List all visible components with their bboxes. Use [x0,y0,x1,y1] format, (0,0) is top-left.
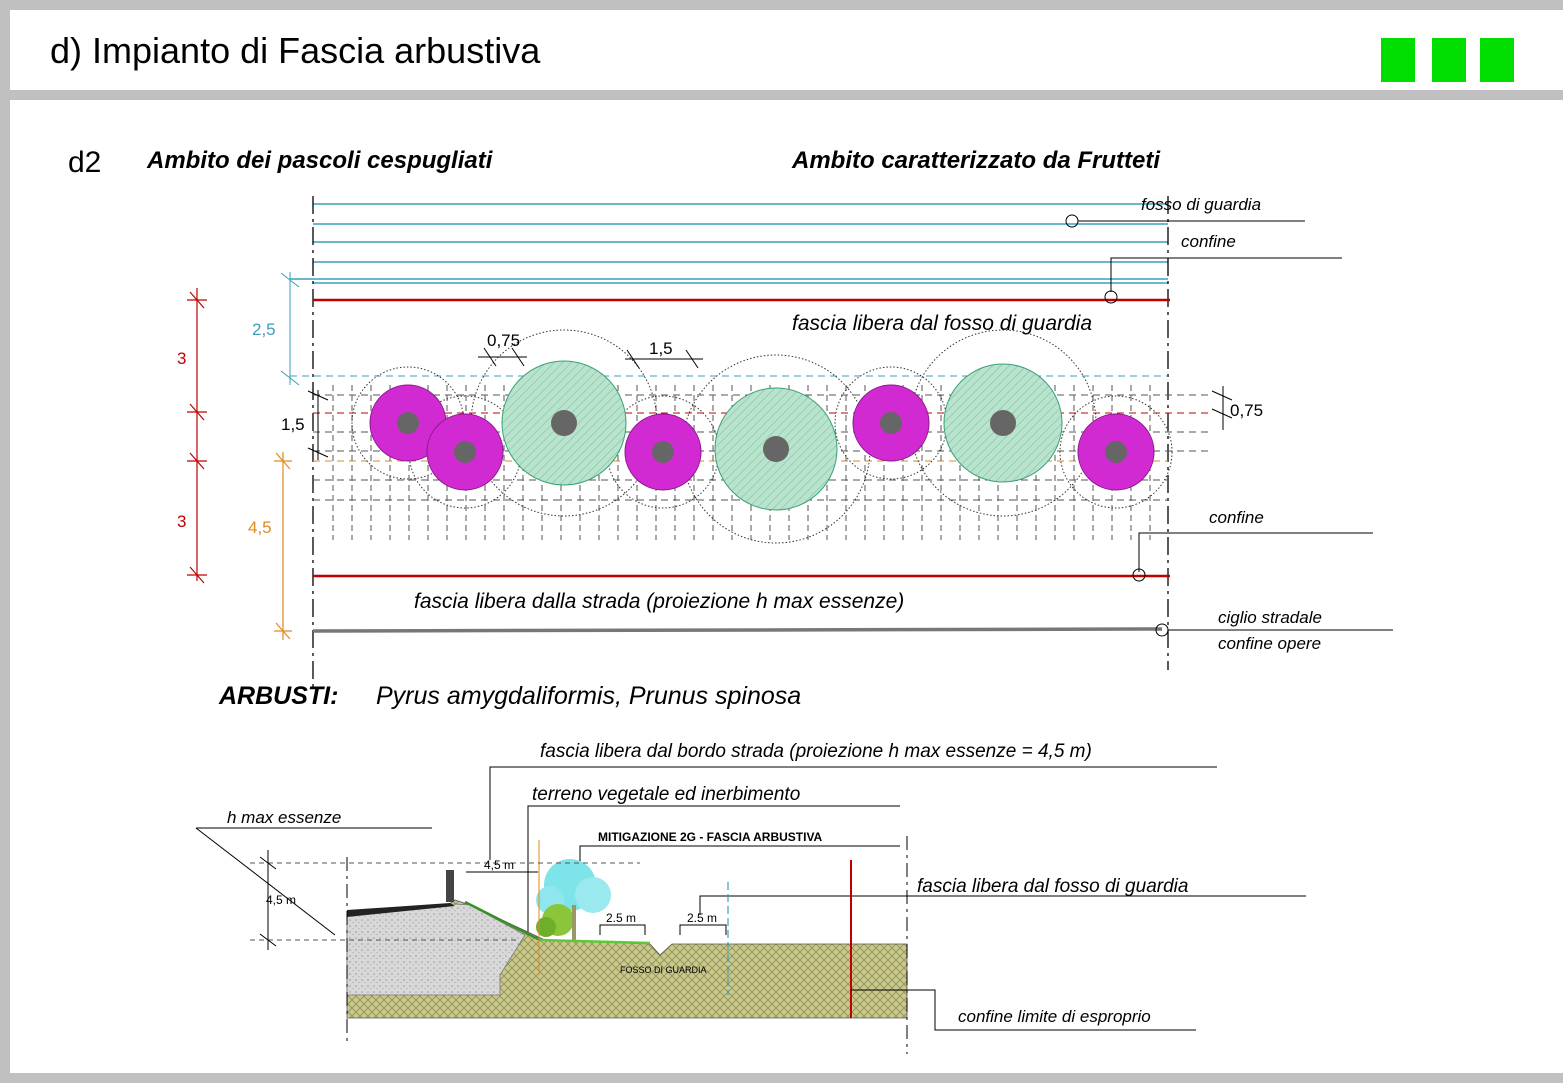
fosso-label: fosso di guardia [1141,195,1261,214]
fascia-strada-label: fascia libera dalla strada (proiezione h… [414,590,904,613]
dim-3-bottom-label: 3 [177,512,186,531]
terreno-label: terreno vegetale ed inerbimento [532,784,800,805]
confine-bottom-marker [1132,568,1146,582]
road-pavement [347,903,455,917]
confine-top-marker [1104,290,1118,304]
dim-2-5-label: 2,5 [252,320,276,339]
fosso-section-label: FOSSO DI GUARDIA [620,965,707,975]
green-square-icon [1381,38,1415,82]
confine-opere-label: confine opere [1218,634,1321,653]
ambito-left-label: Ambito dei pascoli cespugliati [146,147,494,174]
fascia-fosso-label: fascia libera dal fosso di guardia [792,312,1092,335]
dim-0-75-right [1211,386,1233,430]
fascia-fosso-section-label: fascia libera dal fosso di guardia [917,876,1188,897]
dim-1-5-left-label: 1,5 [281,415,305,434]
dim-4-5-w: 4,5 m [484,858,514,872]
dim-4-5 [274,452,292,640]
dim-1-5-left [307,390,329,460]
shrub-illustration [536,859,611,940]
dim-4-5-label: 4,5 [248,518,272,537]
road-edge-line [312,627,1163,633]
fascia-bordo-label: fascia libera dal bordo strada (proiezio… [540,741,1092,762]
dim-3-top-label: 3 [177,349,186,368]
confine-esproprio-label: confine limite di esproprio [958,1007,1151,1026]
dim-4-5-h: 4,5 m [266,893,296,907]
green-square-icon [1480,38,1514,82]
dim-0-75-top [478,347,527,367]
title-bar: d) Impianto di Fascia arbustiva [10,10,1563,100]
species-label: ARBUSTI: [218,682,338,710]
road-embankment [346,903,526,996]
dim-1-5-top [625,349,703,369]
dim-0-75-right-label: 0,75 [1230,401,1263,420]
plan-code: d2 [68,146,101,179]
grass-slope [464,900,541,942]
confine-top-label: confine [1181,232,1236,251]
h-max-label: h max essenze [227,808,341,827]
ciglio-label: ciglio stradale [1218,608,1322,627]
mitigazione-label: MITIGAZIONE 2G - FASCIA ARBUSTIVA [598,830,823,844]
guardrail-post [446,870,454,902]
green-square-icon [1432,38,1466,82]
dim-1-5-top-label: 1,5 [649,339,673,358]
fosso-lines [290,203,1168,284]
fosso-marker [1065,214,1079,228]
dim-3 [187,288,207,584]
species-names: Pyrus amygdaliformis, Prunus spinosa [376,682,801,710]
page-title: d) Impianto di Fascia arbustiva [50,30,541,71]
dim-2-5-b: 2.5 m [687,911,717,925]
ambito-right-label: Ambito caratterizzato da Frutteti [791,147,1161,174]
fruit-tree-canopies [501,360,1063,511]
dim-2-5-a: 2.5 m [606,911,636,925]
confine-bottom-label: confine [1209,508,1264,527]
dim-0-75-top-label: 0,75 [487,331,520,350]
trunks [397,410,1127,463]
dim-2-5 [280,272,300,386]
